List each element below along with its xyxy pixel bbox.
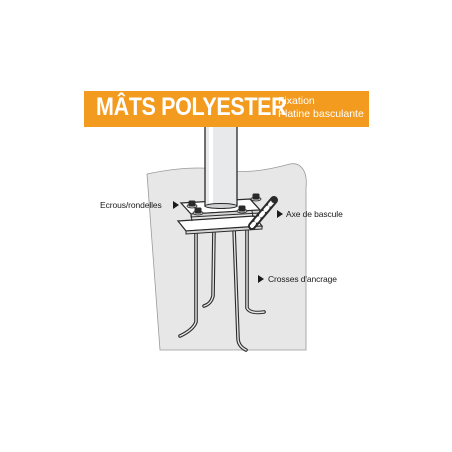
nut-2 — [250, 193, 262, 202]
pointer-crosses-icon — [258, 275, 264, 283]
label-ecrous-rondelles: Ecrous/rondelles — [100, 200, 162, 210]
pole — [204, 125, 238, 209]
label-axe-de-bascule: Axe de bascule — [286, 209, 343, 219]
banner-title: MÂTS POLYESTER — [96, 93, 287, 121]
nuts-washers — [186, 193, 262, 216]
hinge-axle — [248, 196, 278, 230]
pointer-ecrous-icon — [173, 201, 179, 209]
lower-plate — [176, 215, 264, 235]
callout-pointers — [173, 201, 283, 283]
pointer-axe-icon — [277, 210, 283, 218]
banner-subtitle-line2: Platine basculante — [278, 108, 364, 120]
nut-1 — [186, 200, 198, 209]
banner-subtitle-line1: Fixation — [278, 95, 315, 107]
label-crosses-ancrage: Crosses d'ancrage — [268, 274, 337, 284]
banner-subtitle: Fixation Platine basculante — [278, 95, 364, 121]
nut-3 — [192, 207, 204, 216]
title-banner — [84, 91, 369, 127]
nut-4 — [236, 205, 248, 214]
